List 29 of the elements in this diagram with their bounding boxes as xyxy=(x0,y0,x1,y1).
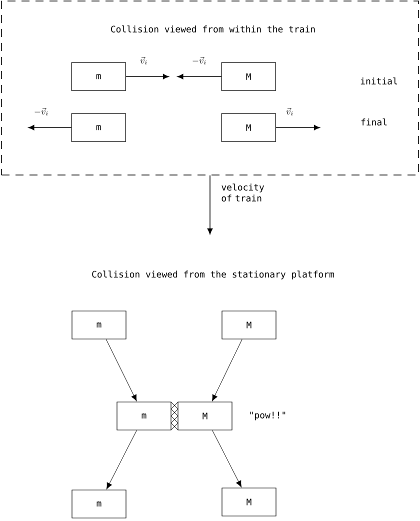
edge-label: $\vec{v}_i$ xyxy=(140,56,147,64)
state-label: final xyxy=(361,118,387,126)
mass-box: M xyxy=(178,402,232,430)
velocity-arrow xyxy=(177,74,222,80)
section-heading: Collision viewed from the stationary platform xyxy=(92,270,334,280)
edge-label: $-\vec{v}_i$ xyxy=(192,56,206,64)
frame-heading: Collision viewed from within the train xyxy=(111,26,315,32)
velocity-arrow xyxy=(126,74,169,80)
mass-box: M xyxy=(222,310,276,340)
arrow xyxy=(106,339,137,402)
state-label: initial xyxy=(360,78,398,84)
arrow xyxy=(212,430,242,488)
mass-box: m xyxy=(116,402,172,430)
velocity-arrow xyxy=(207,175,213,234)
mass-box: M xyxy=(222,488,276,516)
arrow xyxy=(212,339,242,402)
mass-box: m xyxy=(72,490,126,518)
edge-label: $-\vec{v}_i$ xyxy=(34,108,48,116)
edge-label: velocity of train xyxy=(222,184,264,202)
mass-box: M xyxy=(221,113,276,142)
sound-text: "pow!!" xyxy=(250,412,286,420)
velocity-arrow xyxy=(276,124,320,130)
mass-box: m xyxy=(71,113,126,142)
mass-box: m xyxy=(72,310,126,340)
mass-box: m xyxy=(71,62,126,91)
edge-label: $\vec{v}_i$ xyxy=(286,108,293,116)
mass-box: M xyxy=(221,62,276,91)
arrow xyxy=(106,430,137,490)
velocity-arrow xyxy=(28,124,72,130)
